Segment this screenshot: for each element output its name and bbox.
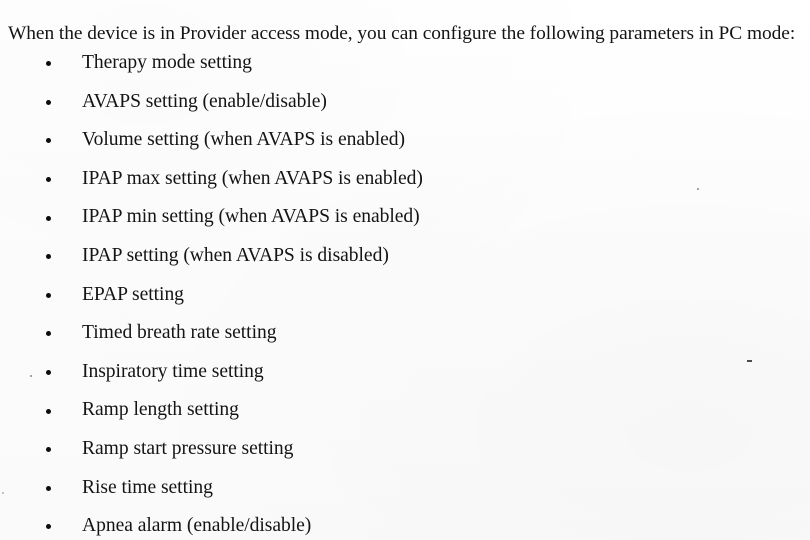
list-item-label: Ramp start pressure setting [82, 437, 294, 459]
bullet-dot-icon [46, 408, 51, 414]
list-item: AVAPS setting (enable/disable) [0, 83, 810, 122]
list-item-label: Apnea alarm (enable/disable) [82, 515, 312, 537]
list-item: IPAP min setting (when AVAPS is enabled) [0, 198, 810, 237]
bullet-dot-icon [46, 61, 51, 67]
list-item: Therapy mode setting [0, 44, 810, 83]
list-item-label: IPAP min setting (when AVAPS is enabled) [82, 206, 420, 228]
bullet-dot-icon [46, 99, 51, 105]
list-item: Apnea alarm (enable/disable) [0, 507, 810, 540]
list-item: Inspiratory time setting [0, 353, 810, 392]
list-item: Volume setting (when AVAPS is enabled) [0, 121, 810, 160]
list-item: Timed breath rate setting [0, 314, 810, 353]
bullet-dot-icon [46, 138, 51, 144]
bullet-dot-icon [46, 485, 51, 491]
bullet-dot-icon [46, 524, 51, 530]
list-item-label: Volume setting (when AVAPS is enabled) [82, 129, 406, 151]
bullet-dot-icon [46, 215, 51, 221]
bullet-dot-icon [46, 331, 51, 337]
list-item: IPAP max setting (when AVAPS is enabled) [0, 160, 810, 199]
list-item-label: Timed breath rate setting [82, 322, 277, 344]
list-item-label: EPAP setting [82, 283, 184, 305]
bullet-dot-icon [46, 254, 51, 260]
intro-paragraph: When the device is in Provider access mo… [8, 23, 796, 45]
bullet-dot-icon [46, 177, 51, 183]
list-item: IPAP setting (when AVAPS is disabled) [0, 237, 810, 276]
bullet-dot-icon [46, 447, 51, 453]
list-item-label: Inspiratory time setting [82, 360, 264, 382]
list-item: EPAP setting [0, 276, 810, 315]
list-item-label: AVAPS setting (enable/disable) [82, 90, 327, 112]
list-item: Ramp start pressure setting [0, 430, 810, 469]
list-item: Ramp length setting [0, 391, 810, 430]
bullet-dot-icon [46, 292, 51, 298]
list-item-label: Therapy mode setting [82, 52, 252, 73]
list-item-label: IPAP max setting (when AVAPS is enabled) [82, 167, 423, 189]
list-item-label: IPAP setting (when AVAPS is disabled) [82, 244, 389, 266]
list-item-label: Rise time setting [82, 476, 213, 498]
bullet-dot-icon [46, 370, 51, 376]
list-item-label: Ramp length setting [82, 399, 239, 421]
list-item: Rise time setting [0, 469, 810, 508]
